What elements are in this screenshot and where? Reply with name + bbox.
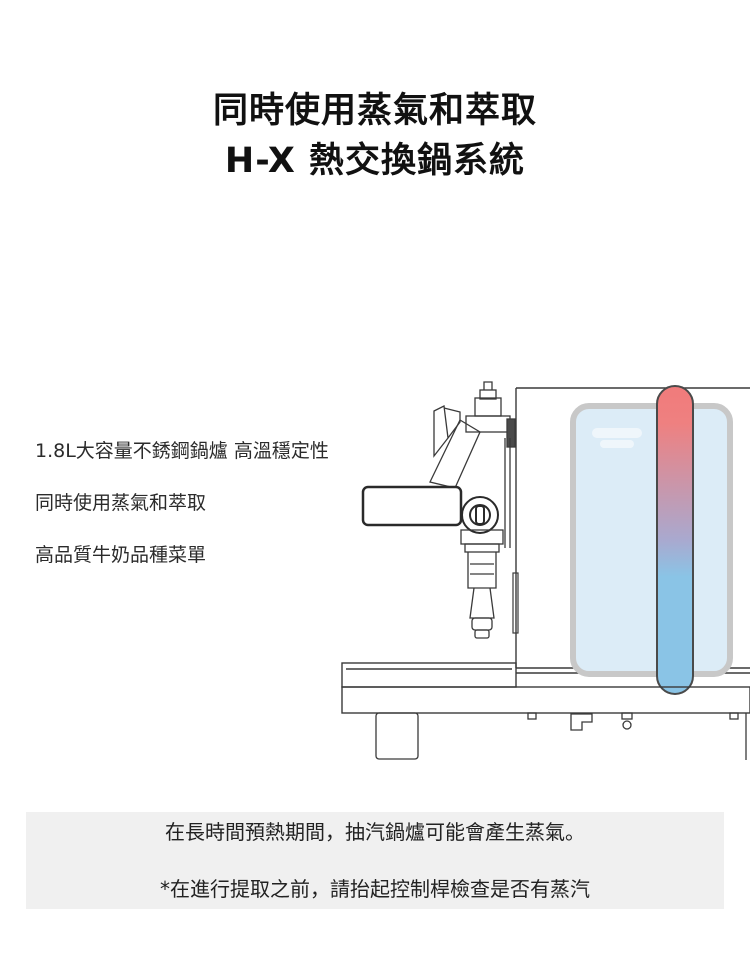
notice-line-1: 在長時間預熱期間，抽汽鍋爐可能會產生蒸氣。 (165, 820, 585, 844)
valve-knob (461, 496, 499, 534)
drip-tray (341, 662, 750, 714)
feature-item-boiler: 1.8L大容量不銹鋼鍋爐 高溫穩定性 (35, 440, 329, 462)
feature-item-simultaneous: 同時使用蒸氣和萃取 (35, 492, 207, 514)
boiler (570, 403, 733, 677)
page-title-line-2: H-X 熱交換鍋系統 (224, 141, 526, 181)
side-detail (512, 572, 519, 634)
page-title-line-1: 同時使用蒸氣和萃取 (212, 91, 537, 131)
machine-base (375, 712, 747, 760)
title-block: 同時使用蒸氣和萃取 H-X 熱交換鍋系統 (0, 86, 750, 186)
notice-box: 在長時間預熱期間，抽汽鍋爐可能會產生蒸氣。 *在進行提取之前，請抬起控制桿檢查是… (26, 812, 724, 909)
notice-line-2: *在進行提取之前，請抬起控制桿檢查是否有蒸汽 (160, 877, 590, 901)
portafilter-handle (361, 485, 463, 527)
feature-item-milk-menu: 高品質牛奶品種菜單 (35, 544, 207, 566)
heat-exchanger-tube (656, 385, 694, 695)
steam-wand (460, 529, 504, 639)
boiler-logo-icon (592, 428, 642, 448)
espresso-machine-illustration (341, 381, 750, 760)
feature-list: 1.8L大容量不銹鋼鍋爐 高溫穩定性 同時使用蒸氣和萃取 高品質牛奶品種菜單 (35, 437, 380, 569)
